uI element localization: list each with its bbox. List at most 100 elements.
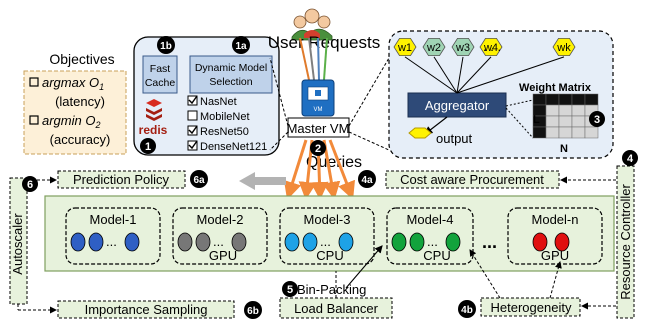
model-5-instance [532,232,548,252]
densenet121-checkbox [187,140,198,151]
heterogeneity-to-model-n-arrow [549,261,562,299]
vm-to-cache-line-2 [269,131,289,151]
objective-1-paren: (latency) [55,94,105,109]
badge-6-label: 6 [27,179,33,191]
badge-1a [232,36,250,54]
importance-sampling-label: Importance Sampling [85,302,208,317]
weight-matrix-cell [571,93,586,106]
worker-wk-label: wk [556,42,571,54]
vm-to-cache-line-1 [269,57,289,127]
request-arrow-2 [308,37,315,81]
objectives-title: Objectives [49,51,114,67]
cost-aware-procurement-label: Cost aware Procurement [400,172,544,187]
model-2-hardware: GPU [209,248,237,263]
worker-w2-weight-line [433,56,458,94]
objective-2-text: argmin O2 [42,113,101,130]
prediction-policy-label: Prediction Policy [73,172,170,187]
weight-matrix-label: Weight Matrix [519,82,592,94]
weight-matrix-cell [532,126,547,139]
fast-cache-label-1: Fast [150,63,171,75]
model-1-box [65,207,161,265]
weight-matrix-cell [545,93,560,106]
badge-6 [22,176,38,192]
aggregator-to-matrix-line-1 [505,99,534,107]
importance-sampling-box [57,300,235,319]
weight-matrix-cell [584,93,599,106]
model-4-instance [409,232,425,252]
heterogeneity-box [480,297,581,317]
resnet50-check-icon [188,125,198,135]
model-option-nasnet: NasNet [187,95,237,108]
resource-controller-label: Resource Controller [618,184,633,300]
worker-w2-label: w2 [426,42,441,54]
model-selection-box [189,55,273,94]
query-arrow-1 [283,139,308,200]
model-4-instances-ellipsis: ... [427,234,438,249]
request-arrow-1 [299,37,310,81]
worker-w1-label: w1 [397,42,412,54]
model-5-hardware: GPU [541,248,569,263]
query-arrow-5 [328,139,355,200]
worker-w3-hexagon [451,38,475,56]
densenet121-label: DenseNet121 [200,141,267,153]
to-prediction-policy-arrow [239,172,286,190]
worker-w3-weight-line [456,56,464,94]
weight-matrix-cell [571,104,586,117]
weight-matrix-cell [558,126,573,139]
queries-label: Queries [306,154,362,171]
model-2-instance [195,232,211,252]
model-1-instance [70,232,86,252]
autoscaler-label: Autoscaler [10,213,25,275]
badge-4-label: 4 [627,153,634,165]
model-5-box [507,207,603,265]
redis-logo: redis [139,99,168,137]
output-label: output [436,131,473,146]
weight-matrix-grid [532,93,599,139]
model-3-instance [302,232,318,252]
user-requests-label: User Requests [268,33,380,52]
model-3-box [279,207,375,265]
objective-2-checkbox [29,115,39,125]
resnet50-label: ResNet50 [200,126,249,138]
model-5-name: Model-n [532,212,579,227]
model-3-instance [284,232,300,252]
model-checklist: NasNet MobileNet ResNet50 DenseNet121 [187,95,267,153]
load-balancer-label: Load Balancer [294,301,379,316]
badge-1-label: 1 [145,141,151,153]
weight-matrix-n-label: N [560,143,568,155]
fast-cache-label-2: Cache [145,77,176,89]
mobilenet-checkbox [187,110,198,121]
fast-cache-box [142,55,178,94]
worker-w4-weight-line [456,56,492,94]
model-3-name: Model-3 [304,212,351,227]
vm-to-aggregator-line-1 [348,57,390,127]
weight-matrix-cell [545,115,560,128]
model-1-instance [88,232,104,252]
objectives-box [23,70,127,155]
master-vm-label: Master VM [287,121,350,136]
resource-controller-box [616,165,635,319]
worker-w1-hexagon [393,38,417,56]
redis-label: redis [139,123,168,137]
objective-1-text: argmax O1 [42,75,104,92]
weight-matrix-cell [545,126,560,139]
model-3-hardware: CPU [316,248,343,263]
model-2-box [172,207,268,265]
weight-matrix-cell [571,115,586,128]
model-selection-label-1: Dynamic Model [195,62,267,74]
nasnet-checkbox [187,95,198,106]
bin-packing-to-model-arrow [345,245,383,289]
model-2-instances-ellipsis: ... [213,234,224,249]
workers-ellipsis: . . . [483,39,501,54]
densenet121-check-icon [188,140,198,150]
aggregator-box [407,92,507,118]
badge-3 [589,111,605,127]
heterogeneity-to-model-4-arrow [469,249,501,299]
weight-matrix-cell [558,115,573,128]
weight-matrix-cell [545,104,560,117]
cost-aware-procurement-box [385,170,560,189]
worker-w1-weight-line [404,56,458,94]
between-models-ellipsis: ... [482,232,497,252]
worker-weight-lines [404,56,565,94]
